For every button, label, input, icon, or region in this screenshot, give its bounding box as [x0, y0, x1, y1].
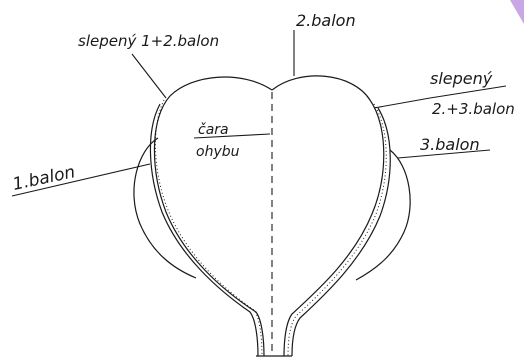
- slepeny-1-2-seam: [155, 100, 262, 356]
- balon-1-inner: [150, 104, 258, 356]
- label-cara-line1: čara: [198, 122, 229, 138]
- label-balon-2: 2.balon: [296, 11, 356, 30]
- balon-2-right-outer: [272, 76, 384, 356]
- balon-2-left-outer: [154, 77, 272, 356]
- corner-accent: [510, 0, 524, 24]
- label-slepeny-2-3-line1: slepený: [430, 69, 493, 88]
- label-slepeny-1-2: slepený 1+2.balon: [78, 32, 219, 50]
- label-balon-1: 1.balon: [11, 162, 77, 195]
- label-slepeny-2-3-line2: 2.+3.balon: [432, 100, 515, 118]
- leader-slepeny-1-2: [132, 54, 166, 98]
- label-cara-line2: ohybu: [196, 144, 240, 160]
- label-balon-3: 3.balon: [420, 135, 480, 154]
- balon-3-inner: [292, 108, 390, 356]
- slepeny-2-3-seam: [288, 104, 386, 356]
